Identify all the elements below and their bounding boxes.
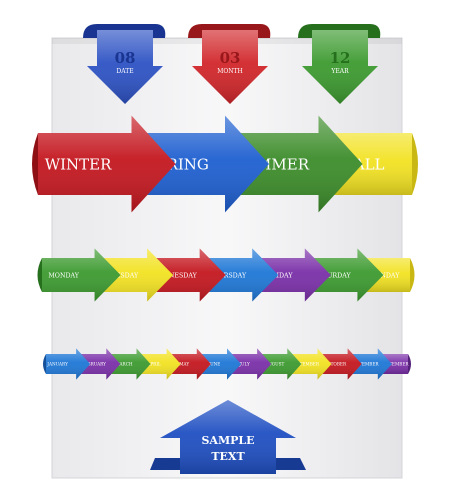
month-label: MARCH bbox=[115, 362, 133, 367]
weekday-label: SATURDAY bbox=[314, 272, 351, 279]
sample-text-line1: SAMPLE bbox=[201, 434, 254, 447]
month-label: JULY bbox=[238, 362, 250, 367]
month-august: AUGUST bbox=[257, 348, 302, 380]
weekday-label: FRIDAY bbox=[267, 272, 293, 279]
month-label: DECEMBER bbox=[382, 362, 409, 367]
month-arrow-gloss bbox=[347, 348, 392, 380]
month-arrow-gloss bbox=[257, 348, 302, 380]
month-march: MARCH bbox=[106, 348, 151, 380]
date-tab-label: YEAR bbox=[330, 68, 349, 75]
month-july: JULY bbox=[227, 348, 272, 380]
month-label: FEBRUARY bbox=[82, 362, 107, 367]
weekday-arrow-gloss bbox=[304, 248, 384, 302]
month-arrow-gloss bbox=[287, 348, 332, 380]
weekday-arrow-gloss bbox=[199, 248, 279, 302]
month-june: JUNE bbox=[196, 348, 241, 380]
season-arrow-gloss bbox=[38, 115, 176, 213]
sample-arrow-gloss bbox=[160, 400, 296, 474]
weekday-saturday: SATURDAY bbox=[304, 248, 384, 302]
month-label: NOVEMBER bbox=[352, 362, 380, 367]
month-arrow-gloss bbox=[196, 348, 241, 380]
date-tab-gloss bbox=[87, 30, 163, 104]
weekday-label: THURSDAY bbox=[209, 272, 247, 279]
month-label: APRIL bbox=[146, 362, 161, 367]
month-arrow-gloss bbox=[227, 348, 272, 380]
date-tab-gloss bbox=[192, 30, 268, 104]
month-january: JANUARY bbox=[46, 348, 91, 380]
month-label: SEPTEMBER bbox=[291, 362, 320, 367]
month-april: APRIL bbox=[136, 348, 181, 380]
weekday-arrow-gloss bbox=[252, 248, 331, 302]
month-label: JANUARY bbox=[46, 362, 68, 367]
weekday-label: MONDAY bbox=[48, 272, 79, 279]
weekday-arrow-gloss bbox=[94, 248, 174, 302]
weekday-friday: FRIDAY bbox=[252, 248, 331, 302]
season-arrow-gloss bbox=[131, 115, 269, 213]
sample-text-line2: TEXT bbox=[211, 450, 245, 463]
weekday-tuesday: TUESDAY bbox=[94, 248, 174, 302]
month-arrow-gloss bbox=[106, 348, 151, 380]
season-label: WINTER bbox=[45, 155, 112, 173]
month-may: MAY bbox=[166, 348, 211, 380]
date-tab-gloss bbox=[302, 30, 378, 104]
month-arrow-gloss bbox=[76, 348, 121, 380]
month-october: OCTOBER bbox=[317, 348, 362, 380]
date-tab-number: 12 bbox=[330, 49, 351, 67]
month-arrow-gloss bbox=[317, 348, 362, 380]
weekday-monday: MONDAY bbox=[42, 248, 121, 302]
date-tab-label: DATE bbox=[116, 68, 133, 75]
date-tab-label: MONTH bbox=[217, 68, 243, 75]
season-winter: WINTER bbox=[38, 115, 176, 213]
weekday-thursday: THURSDAY bbox=[199, 248, 279, 302]
month-february: FEBRUARY bbox=[76, 348, 121, 380]
month-arrow-gloss bbox=[166, 348, 211, 380]
month-label: OCTOBER bbox=[324, 362, 347, 367]
month-november: NOVEMBER bbox=[347, 348, 392, 380]
date-tab-number: 03 bbox=[220, 49, 241, 67]
season-summer: SUMMER bbox=[225, 115, 363, 213]
season-arrow-gloss bbox=[225, 115, 363, 213]
sample-text-tab: SAMPLE TEXT bbox=[150, 400, 306, 474]
month-label: AUGUST bbox=[264, 362, 284, 367]
weekday-label: WEDNESDAY bbox=[153, 272, 198, 279]
date-tab-number: 08 bbox=[115, 49, 136, 67]
month-label: MAY bbox=[179, 362, 189, 367]
weekday-arrow-gloss bbox=[42, 248, 121, 302]
month-arrow-gloss bbox=[46, 348, 91, 380]
month-label: JUNE bbox=[207, 362, 220, 367]
month-september: SEPTEMBER bbox=[287, 348, 332, 380]
weekday-label: SUNDAY bbox=[371, 272, 400, 279]
month-arrow-gloss bbox=[136, 348, 181, 380]
weekday-label: TUESDAY bbox=[106, 272, 139, 279]
weekdays-band: SUNDAY SATURDAY FRIDAY THURSDAY WEDNESDAY TUE… bbox=[37, 248, 415, 302]
weekday-arrow-gloss bbox=[147, 248, 226, 302]
weekday-wednesday: WEDNESDAY bbox=[147, 248, 226, 302]
